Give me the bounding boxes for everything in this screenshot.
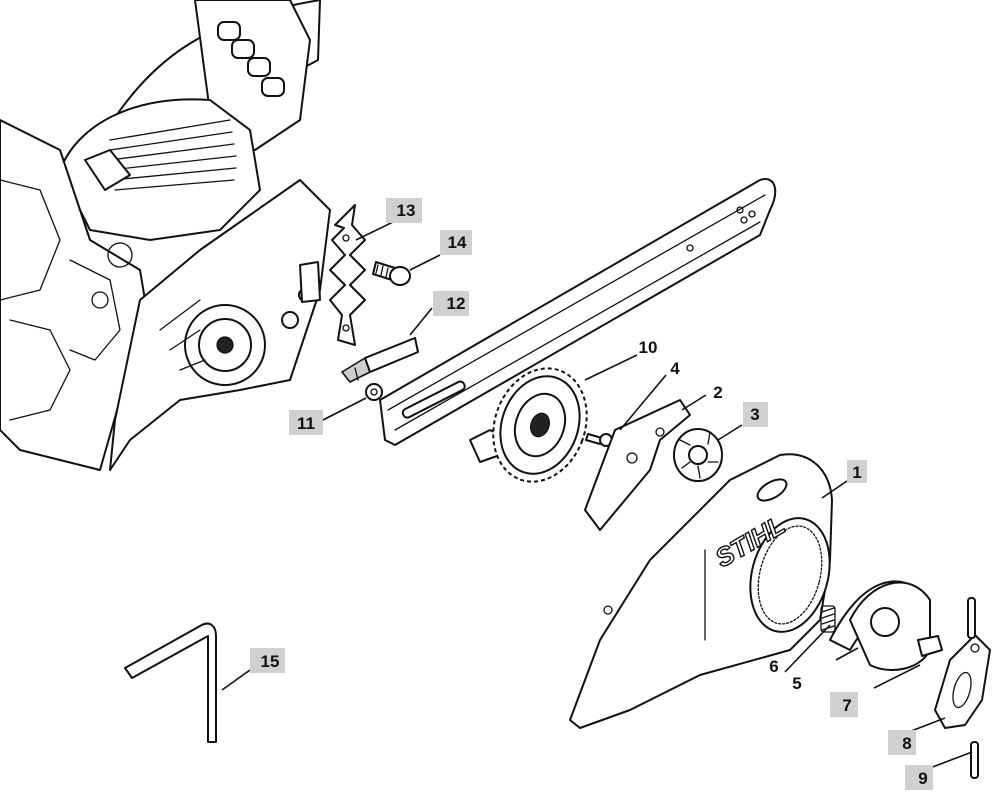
part-pins: [967, 597, 979, 779]
callout-4: 4: [670, 359, 680, 378]
guide-bar: [379, 178, 777, 446]
part-spring: [820, 605, 836, 633]
svg-text:2: 2: [713, 383, 722, 402]
callout-9: 9: [905, 765, 933, 790]
svg-text:9: 9: [918, 769, 927, 788]
part-clutch-housing: [849, 581, 943, 671]
callout-2: 2: [713, 383, 722, 402]
svg-text:14: 14: [448, 233, 467, 252]
svg-text:8: 8: [902, 734, 911, 753]
callout-6: 6: [769, 657, 778, 676]
callout-3: 3: [743, 402, 768, 427]
callout-14: 14: [440, 230, 472, 255]
callout-1: 1: [847, 460, 867, 483]
callout-11: 11: [289, 410, 323, 435]
callout-8: 8: [888, 730, 916, 755]
svg-text:13: 13: [397, 201, 416, 220]
part-bumper-spike: [329, 204, 366, 346]
powerhead-housing: [0, 0, 331, 471]
part-cover-plate: [584, 399, 691, 531]
part-collar-nut: [673, 428, 723, 482]
cylinder-fins: [109, 119, 237, 191]
part-sprocket-cover: STIHL: [569, 453, 833, 729]
svg-text:4: 4: [670, 359, 680, 378]
part-screw-14: [372, 261, 411, 286]
bar-studs: [281, 261, 321, 329]
callout-10: 10: [639, 338, 658, 357]
callout-7: 7: [830, 692, 858, 717]
callout-12: 12: [433, 291, 469, 316]
drive-sprocket: [184, 304, 266, 386]
part-screw-4: [585, 433, 613, 447]
svg-text:3: 3: [750, 405, 759, 424]
svg-text:11: 11: [297, 414, 315, 433]
svg-text:6: 6: [769, 657, 778, 676]
svg-text:1: 1: [852, 463, 861, 482]
part-nut-11: [365, 383, 383, 401]
svg-text:10: 10: [639, 338, 658, 357]
part-tensioner-slide: [341, 337, 419, 383]
part-tensioner-gear: [469, 367, 588, 483]
svg-text:15: 15: [261, 652, 280, 671]
callout-13: 13: [386, 198, 422, 223]
handle-grip-slots: [217, 21, 285, 97]
part-lever: [934, 634, 991, 729]
callout-5: 5: [792, 674, 801, 693]
svg-text:7: 7: [842, 696, 851, 715]
svg-text:12: 12: [447, 294, 466, 313]
callout-15: 15: [250, 648, 285, 673]
svg-text:5: 5: [792, 674, 801, 693]
part-hex-key: [124, 622, 217, 743]
